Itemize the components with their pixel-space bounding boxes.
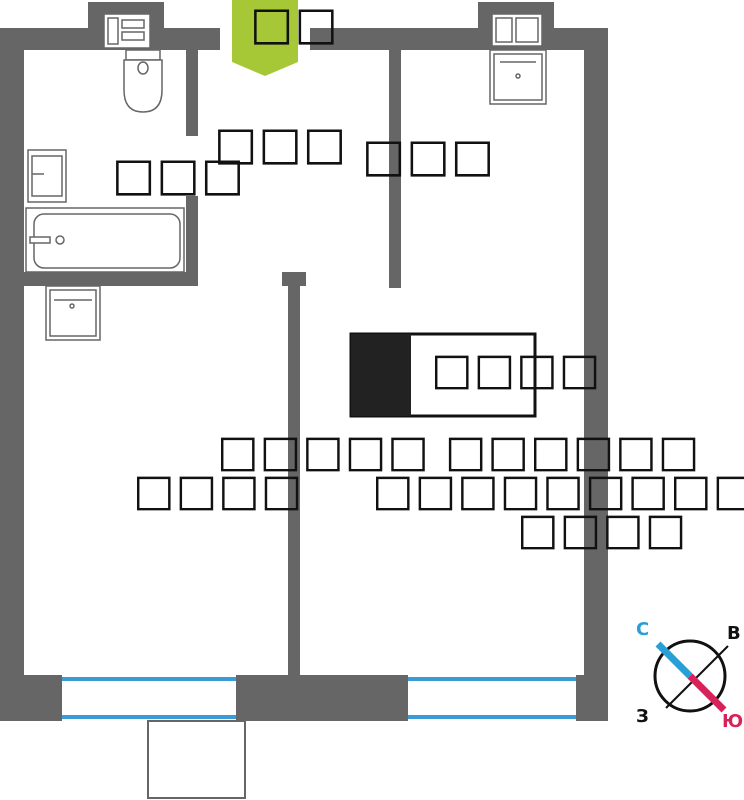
stove-icon bbox=[349, 332, 537, 418]
room-label-kitchen-living-line1: □□□□□ □□□□□□ bbox=[217, 426, 701, 477]
room-label-bathroom: □□□ bbox=[112, 147, 246, 201]
compass-east-west-line bbox=[665, 645, 729, 709]
wall-partition-cap bbox=[282, 272, 306, 286]
wall-bottom-mid-pier bbox=[236, 675, 408, 721]
balcony bbox=[147, 720, 246, 799]
room-label-bedroom: □□□□ bbox=[133, 465, 304, 516]
room-label-corridor: □□□ bbox=[362, 128, 496, 182]
compass-icon bbox=[653, 639, 729, 713]
room-label-kitchen-living-line3: □□□□ bbox=[517, 504, 688, 555]
wall-corridor bbox=[389, 50, 401, 288]
wall-top-right bbox=[310, 28, 608, 50]
compass-south-label: Ю bbox=[722, 711, 744, 732]
wall-left bbox=[0, 28, 24, 720]
washbasin-bath-icon bbox=[27, 149, 67, 203]
wall-bath-right-lower bbox=[186, 196, 198, 284]
wall-bottom-right-pier bbox=[576, 675, 608, 721]
room-label-kitchen-living-line2: □□□□□□□□□ bbox=[372, 465, 744, 516]
fixtures bbox=[25, 13, 547, 341]
compass-east-label: В bbox=[727, 623, 741, 644]
compass-west-label: З bbox=[636, 706, 649, 727]
wall-bath-bottom bbox=[24, 272, 198, 286]
wall-right bbox=[584, 28, 608, 720]
washbasin-top-icon bbox=[489, 13, 547, 105]
toilet-icon bbox=[103, 13, 163, 113]
bathtub-icon bbox=[25, 207, 185, 273]
wall-partition bbox=[288, 280, 300, 675]
entrance-label: □□ bbox=[250, 0, 339, 50]
compass-north-needle bbox=[655, 641, 693, 679]
entrance-arrow-icon bbox=[232, 0, 298, 76]
washbasin-lower-icon bbox=[45, 285, 101, 341]
wall-bottom-left-pier bbox=[0, 675, 62, 721]
windows bbox=[62, 677, 576, 719]
room-label-hall: □□□ bbox=[214, 116, 348, 170]
stove-label: □□□□ bbox=[431, 344, 602, 395]
compass-north-label: С bbox=[636, 619, 650, 640]
wall-bath-right bbox=[186, 50, 198, 136]
compass-south-needle bbox=[687, 673, 727, 713]
